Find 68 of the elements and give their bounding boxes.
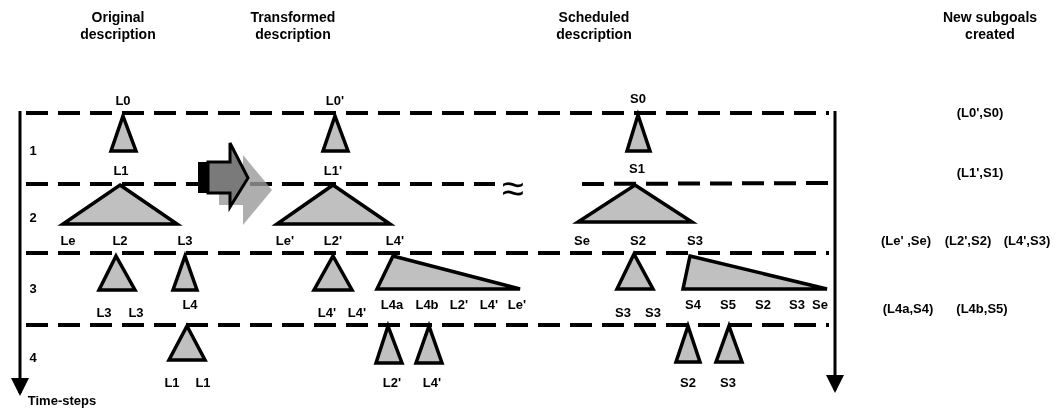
node-label: L3 (128, 304, 144, 320)
node-label: S3 (687, 232, 703, 248)
tree-triangle (312, 254, 354, 292)
node-label: L2 (112, 232, 128, 248)
subgoal-pair: (L0',S0) (956, 104, 1004, 120)
node-label: S2 (630, 232, 646, 248)
column-heading: Transformed description (249, 9, 337, 43)
node-label: S3 (720, 374, 736, 390)
subgoal-pair: (L2',S2) (944, 232, 992, 248)
tree-triangle (97, 254, 137, 292)
tree-triangle (681, 254, 829, 291)
subgoal-pair: (Le' ,Se) (881, 232, 931, 248)
node-label: L4b (415, 296, 439, 312)
node-label: Le' (507, 296, 527, 312)
tree-triangle (109, 114, 138, 153)
tree-triangle (167, 324, 207, 362)
step-number: 4 (29, 349, 37, 365)
node-label: Se (812, 296, 828, 312)
column-heading: Original description (79, 9, 157, 43)
node-label: L1 (195, 374, 211, 390)
node-label: S0 (630, 90, 646, 106)
node-label: L2' (449, 296, 469, 312)
tree-triangle (171, 254, 199, 292)
node-label: S3 (615, 304, 631, 320)
tree-triangle (714, 324, 744, 364)
tree-triangle (374, 324, 404, 365)
step-number: 1 (29, 142, 37, 158)
approx-sign: ≈ (502, 168, 524, 208)
node-label: S2 (680, 374, 696, 390)
node-label: L4' (385, 232, 405, 248)
node-label: Se (574, 232, 590, 248)
node-label: S3 (645, 304, 661, 320)
node-label: L4' (317, 304, 337, 320)
block-arrow (198, 141, 272, 225)
subgoal-pair: (L4a,S4) (882, 300, 934, 316)
node-label: L0' (325, 92, 345, 108)
subgoal-pair: (L4b,S5) (956, 300, 1008, 316)
node-label: L3 (177, 232, 193, 248)
node-label: L2' (323, 232, 343, 248)
step-number: 3 (29, 280, 37, 296)
subgoal-pair: (L1',S1) (956, 164, 1004, 180)
node-label: S3 (789, 296, 805, 312)
node-label: L1' (323, 162, 343, 178)
node-label: L2' (382, 374, 402, 390)
node-label: Le' (275, 232, 295, 248)
node-label: S2 (755, 296, 771, 312)
node-label: L4' (422, 374, 442, 390)
node-label: S1 (629, 160, 645, 176)
subgoal-pair: (L4',S3) (1003, 232, 1051, 248)
tree-triangle (615, 252, 655, 291)
node-label: L1 (164, 374, 180, 390)
column-heading: Scheduled description (555, 9, 633, 43)
node-label: L4' (347, 304, 367, 320)
axis-label: Time-steps (27, 392, 97, 408)
node-label: Le (60, 232, 76, 248)
step-number: 2 (29, 209, 37, 225)
node-label: S4 (685, 296, 701, 312)
node-label: L4 (182, 296, 198, 312)
node-label: L4a (380, 296, 404, 312)
tree-triangle (321, 114, 350, 153)
node-label: S5 (720, 296, 736, 312)
tree-triangle (414, 324, 444, 365)
node-label: L3 (96, 304, 112, 320)
node-label: L0 (115, 92, 131, 108)
node-label: L1 (113, 162, 129, 178)
tree-triangle (375, 254, 522, 291)
column-heading: New subgoals created (941, 9, 1039, 43)
node-label: L4' (479, 296, 499, 312)
